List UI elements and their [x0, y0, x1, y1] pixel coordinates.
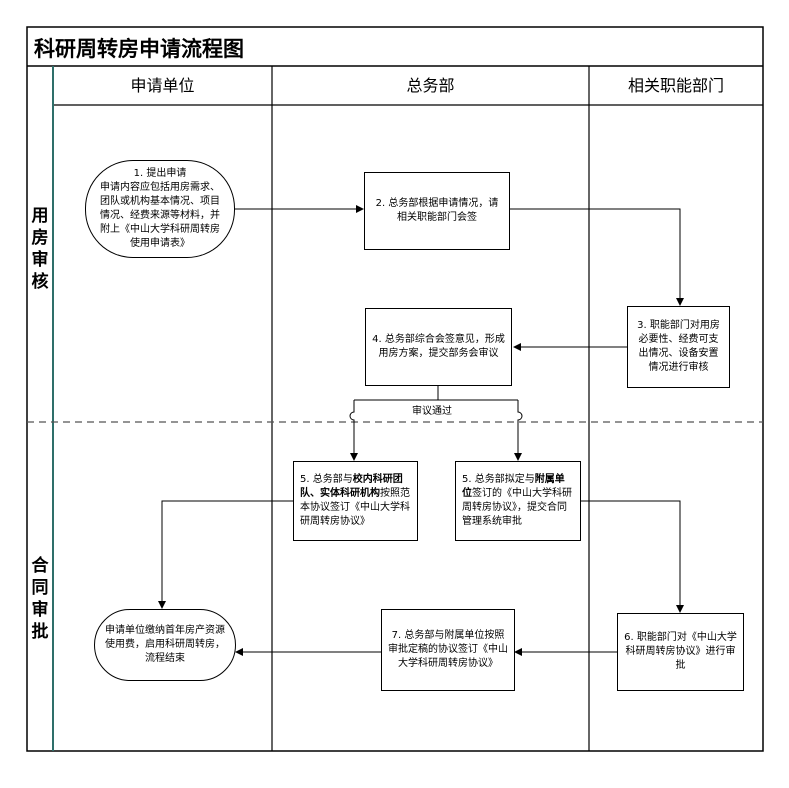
edge-2-to-3 [510, 208, 684, 306]
node-2-text: 2. 总务部根据申请情况，请相关职能部门会签 [375, 198, 499, 223]
node-1-text: 1. 提出申请 申请内容应包括用房需求、团队或机构基本情况、项目情况、经费来源等… [100, 168, 220, 249]
node-4-housing-plan: 4. 总务部综合会签意见，形成用房方案，提交部务会审议 [365, 308, 512, 386]
node-4-text: 4. 总务部综合会签意见，形成用房方案，提交部务会审议 [372, 334, 505, 359]
lane-header-general-affairs: 总务部 [406, 76, 455, 95]
node-3-dept-review: 3. 职能部门对用房必要性、经费可支出情况、设备安置情况进行审核 [627, 306, 730, 388]
node-8-text: 申请单位缴纳首年房产资源使用费，启用科研周转房，流程结束 [105, 625, 225, 664]
edge-label-approved: 审议通过 [412, 406, 452, 417]
node-1-submit-application: 1. 提出申请 申请内容应包括用房需求、团队或机构基本情况、项目情况、经费来源等… [85, 160, 235, 258]
node-3-text: 3. 职能部门对用房必要性、经费可支出情况、设备安置情况进行审核 [637, 320, 720, 373]
edge-to-5b [514, 400, 523, 461]
node-5a-text-post: 按照范本协议签订《中山大学科研周转房协议》 [300, 488, 410, 527]
node-5a-text-bold: 校内科研团队、实体科研机构 [300, 474, 403, 499]
node-5b-text-pre: 5. 总务部拟定与 [462, 474, 535, 485]
node-6-dept-approve-agreement: 6. 职能部门对《中山大学科研周转房协议》进行审批 [617, 613, 744, 691]
edge-5b-to-6 [581, 500, 684, 613]
outer-frame [26, 26, 764, 752]
node-5b-draft-affiliate-agreement: 5. 总务部拟定与附属单位签订的《中山大学科研周转房协议》，提交合同管理系统审批 [455, 461, 581, 541]
node-5a-text-pre: 5. 总务部与 [300, 474, 353, 485]
node-5b-text-post: 签订的《中山大学科研周转房协议》，提交合同管理系统审批 [462, 488, 572, 527]
node-8-pay-and-finish: 申请单位缴纳首年房产资源使用费，启用科研周转房，流程结束 [94, 609, 236, 681]
node-7-text: 7. 总务部与附属单位按照审批定稿的协议签订《中山大学科研周转房协议》 [388, 630, 508, 669]
edge-5a-to-8 [158, 500, 293, 609]
lane-header-functional-depts: 相关职能部门 [627, 76, 724, 95]
node-7-sign-final-agreement: 7. 总务部与附属单位按照审批定稿的协议签订《中山大学科研周转房协议》 [381, 609, 515, 691]
diagram-title: 科研周转房申请流程图 [34, 37, 244, 61]
lane-header-applicant: 申请单位 [130, 76, 195, 95]
node-5a-sign-template: 5. 总务部与校内科研团队、实体科研机构按照范本协议签订《中山大学科研周转房协议… [293, 461, 418, 541]
node-2-request-countersign: 2. 总务部根据申请情况，请相关职能部门会签 [364, 172, 510, 250]
edge-to-5a [349, 400, 358, 461]
phase-label-housing-review: 用 房 审 核 [31, 206, 49, 292]
phase-label-contract-approval: 合 同 审 批 [31, 556, 49, 642]
node-6-text: 6. 职能部门对《中山大学科研周转房协议》进行审批 [624, 632, 737, 671]
node-5b-text-bold: 附属单位 [462, 474, 565, 499]
